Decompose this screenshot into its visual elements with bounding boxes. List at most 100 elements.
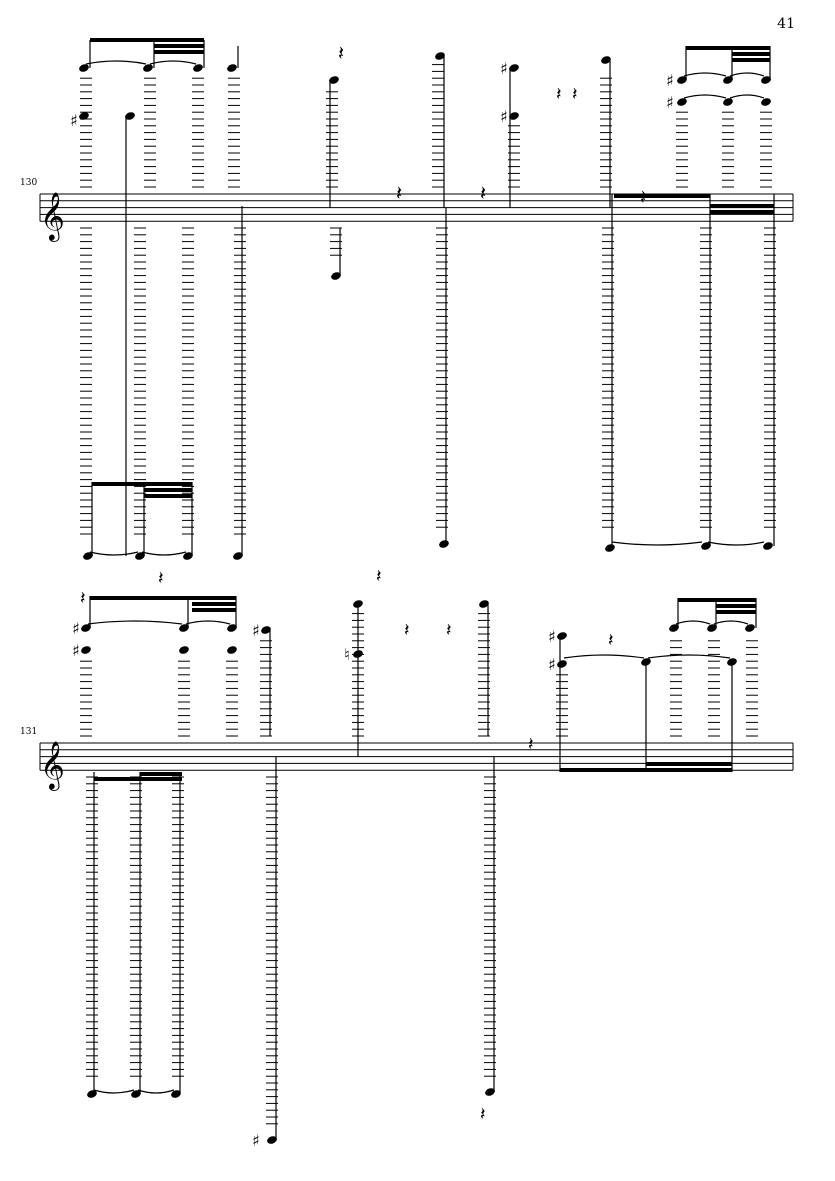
beam (710, 210, 774, 214)
tie (729, 72, 765, 77)
sharp-icon: ♯ (500, 59, 508, 78)
system-131: 𝄞♯♯𝄽𝄽♯♯♮𝄽𝄽𝄽𝄽𝄽♯♯𝄽 (39, 566, 794, 1150)
beam (732, 52, 770, 56)
notehead (81, 624, 91, 632)
ledger-lines (134, 227, 146, 535)
notehead (179, 646, 189, 654)
beam (560, 768, 646, 772)
notehead (509, 64, 519, 72)
natural-icon: ♮ (344, 645, 350, 664)
tie (85, 60, 147, 65)
notehead (261, 626, 271, 634)
ledger-lines (708, 640, 720, 737)
beam (732, 58, 770, 62)
quarter-rest-icon: 𝄽 (338, 41, 344, 65)
notehead (193, 64, 203, 72)
notehead (761, 76, 771, 84)
sharp-icon: ♯ (252, 621, 260, 640)
ledger-lines (192, 77, 204, 188)
tie (729, 94, 765, 99)
measure-number-130: 130 (20, 178, 38, 188)
notehead (669, 624, 679, 632)
ledger-lines (432, 64, 444, 188)
ledger-lines (80, 227, 92, 535)
staff (39, 193, 794, 222)
notehead (763, 542, 773, 550)
quarter-rest-icon: 𝄽 (608, 630, 614, 651)
treble-clef-icon: 𝄞 (40, 740, 65, 791)
sharp-icon: ♯ (500, 107, 508, 126)
beam (90, 596, 236, 600)
notehead (557, 632, 567, 640)
tie (611, 541, 703, 546)
notehead (485, 1088, 495, 1096)
beam (140, 772, 182, 776)
tie (707, 541, 765, 546)
quarter-rest-icon: 𝄽 (396, 181, 402, 205)
tie (87, 620, 183, 625)
page-number: 41 (777, 16, 795, 32)
notehead (183, 552, 193, 560)
quarter-rest-icon: 𝄽 (572, 84, 578, 105)
notehead (479, 600, 489, 608)
notehead (79, 64, 89, 72)
notehead (171, 1090, 181, 1098)
ledger-lines (326, 91, 338, 188)
beam (678, 598, 756, 602)
quarter-rest-icon: 𝄽 (480, 181, 486, 205)
ledger-lines (676, 111, 688, 188)
notehead (267, 1136, 277, 1144)
quarter-rest-icon: 𝄽 (80, 588, 86, 609)
notehead (143, 64, 153, 72)
tie (563, 654, 645, 659)
notehead (701, 542, 711, 550)
staff (39, 742, 794, 771)
beam (94, 777, 182, 781)
notehead (227, 64, 237, 72)
notehead (179, 624, 189, 632)
quarter-rest-icon: 𝄽 (404, 620, 410, 641)
beam (144, 488, 192, 492)
tie (683, 94, 727, 99)
ledger-lines (234, 227, 246, 535)
treble-clef-icon: 𝄞 (40, 191, 65, 242)
notehead (677, 76, 687, 84)
tie (137, 1089, 175, 1094)
ledger-lines (436, 227, 448, 528)
tie (89, 551, 139, 556)
sharp-icon: ♯ (70, 111, 78, 130)
quarter-rest-icon: 𝄽 (446, 620, 452, 641)
beam (154, 44, 204, 48)
notehead (233, 552, 243, 560)
sharp-icon: ♯ (548, 655, 556, 674)
notehead (509, 112, 519, 120)
ledger-lines (80, 77, 92, 188)
ledger-lines (228, 77, 240, 188)
ledger-lines (760, 111, 772, 188)
sharp-icon: ♯ (666, 71, 674, 90)
beam (92, 482, 192, 486)
quarter-rest-icon: 𝄽 (528, 734, 534, 755)
notehead (83, 552, 93, 560)
ledger-lines (226, 660, 238, 737)
notehead (439, 540, 449, 548)
tie (683, 72, 727, 77)
beam (716, 610, 756, 614)
tie (141, 551, 187, 556)
notehead (557, 660, 567, 668)
notehead (331, 272, 341, 280)
sharp-icon: ♯ (72, 641, 80, 660)
beam (90, 38, 204, 42)
beam (154, 50, 204, 54)
notehead (329, 76, 339, 84)
notehead (605, 544, 615, 552)
ledger-lines (144, 77, 156, 188)
beam (192, 608, 236, 612)
notehead (227, 624, 237, 632)
ledger-lines (80, 660, 92, 737)
beam (192, 602, 236, 606)
sharp-icon: ♯ (548, 627, 556, 646)
sharp-icon: ♯ (666, 93, 674, 112)
